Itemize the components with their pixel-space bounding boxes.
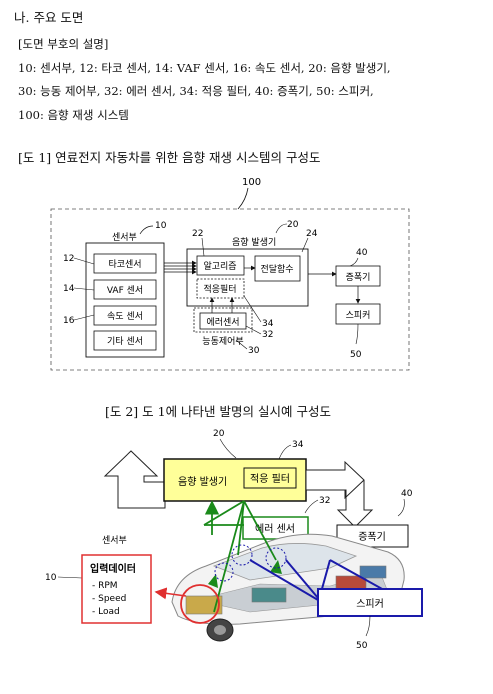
fig1-speaker: 스피커	[346, 310, 371, 321]
fig1-adaptive-filter-box	[196, 278, 245, 299]
fig2-filter-label: 적응 필터	[250, 473, 290, 485]
fig1-adaptive-filter: 적응필터	[203, 283, 236, 295]
fig1-system-box	[50, 208, 410, 371]
fig1-transfer-function: 전달함수	[260, 263, 293, 275]
fig2-input-data-box	[81, 554, 152, 624]
fig1-amplifier: 증폭기	[346, 272, 371, 283]
fig1-generator-label: 음향 발생기	[232, 236, 276, 248]
fig1-generator-box	[186, 248, 309, 307]
fig1-ref-100: 100	[242, 177, 261, 188]
fig1-ref-40: 40	[356, 248, 368, 258]
fig1-ref-24: 24	[306, 229, 318, 239]
legend-line-1: 10: 센서부, 12: 타코 센서, 14: VAF 센서, 16: 속도 센…	[18, 61, 391, 75]
fig2-sensor-unit-label: 센서부	[102, 535, 127, 546]
fig2-input-arrow	[103, 450, 166, 509]
fig1-transfer-function-box	[254, 255, 301, 282]
fig2-ref-32: 32	[319, 496, 330, 506]
fig2-diagram: 20 34 음향 발생기 적응 필터 40 증폭기 32 에러 센서	[45, 429, 423, 651]
fig2-error-sensor: 에러 센서	[255, 523, 295, 535]
fig1-error-sensor: 에러센서	[206, 317, 239, 328]
fig1-ref-20: 20	[287, 220, 299, 230]
fig2-output-arrow	[305, 460, 365, 500]
fig2-ref-50: 50	[356, 641, 368, 651]
fig1-ref-16: 16	[63, 316, 75, 326]
fig1-sensor-unit-box	[85, 242, 165, 358]
fig2-ref-20: 20	[213, 429, 225, 439]
fig1-speed-sensor: 속도 센서	[107, 311, 143, 322]
fig2-input-rpm: - RPM	[92, 581, 118, 591]
fig2-speaker-box	[317, 588, 423, 617]
fig1-speed-sensor-box	[93, 305, 157, 326]
fig1-ref-12: 12	[63, 254, 74, 264]
fig1-caption: [도 1] 연료전지 자동차를 위한 음향 재생 시스템의 구성도	[18, 150, 321, 165]
fig1-active-control-box	[193, 307, 253, 333]
fig1-ref-10: 10	[155, 221, 167, 231]
fig2-ref-10: 10	[45, 573, 57, 583]
fig1-ref-14: 14	[63, 284, 75, 294]
fig1-other-sensor: 기타 센서	[107, 336, 143, 347]
fig1-active-control-label: 능동제어부	[202, 336, 243, 347]
fig2-input-load: - Load	[92, 607, 120, 617]
fig1-error-sensor-box	[199, 312, 247, 330]
fig1-ref-34: 34	[262, 319, 274, 329]
fig2-generator-label: 음향 발생기	[178, 476, 227, 488]
fig2-amplifier-box	[336, 524, 409, 548]
fig1-ref-22: 22	[192, 229, 203, 239]
fig1-algorithm: 알고리즘	[203, 261, 236, 272]
section-heading: 나. 주요 도면	[14, 10, 84, 25]
fig2-input-data-title: 입력데이터	[90, 562, 136, 575]
fig2-speaker: 스피커	[356, 598, 384, 610]
fig2-amplifier: 증폭기	[358, 531, 386, 543]
fig1-diagram: 100 10 센서부 12 타코센서 14 VAF 센서 16 속도 센서 기타…	[50, 177, 410, 371]
fig1-tacho-sensor: 타코센서	[108, 259, 141, 270]
fig2-ref-34: 34	[292, 440, 304, 450]
fig2-input-speed: - Speed	[92, 594, 126, 604]
fig2-filter-box	[243, 467, 297, 489]
fig2-ref-40: 40	[401, 489, 413, 499]
fig1-ref-32: 32	[262, 330, 273, 340]
fig1-other-sensor-box	[93, 330, 157, 351]
fig1-vaf-sensor: VAF 센서	[107, 285, 143, 296]
fig1-vaf-sensor-box	[93, 279, 157, 300]
fig1-ref-50: 50	[350, 350, 362, 360]
fig1-tacho-sensor-box	[93, 253, 157, 274]
legend-line-3: 100: 음향 재생 시스템	[18, 108, 129, 122]
fig1-ref-30: 30	[248, 346, 260, 356]
fig2-caption: [도 2] 도 1에 나타낸 발명의 실시예 구성도	[105, 404, 331, 419]
fig1-sensor-unit-label: 센서부	[112, 232, 137, 243]
legend-title: [도면 부호의 설명]	[18, 37, 109, 51]
legend-line-2: 30: 능동 제어부, 32: 에러 센서, 34: 적응 필터, 40: 증폭…	[18, 84, 374, 98]
fig1-algorithm-box	[196, 255, 245, 276]
